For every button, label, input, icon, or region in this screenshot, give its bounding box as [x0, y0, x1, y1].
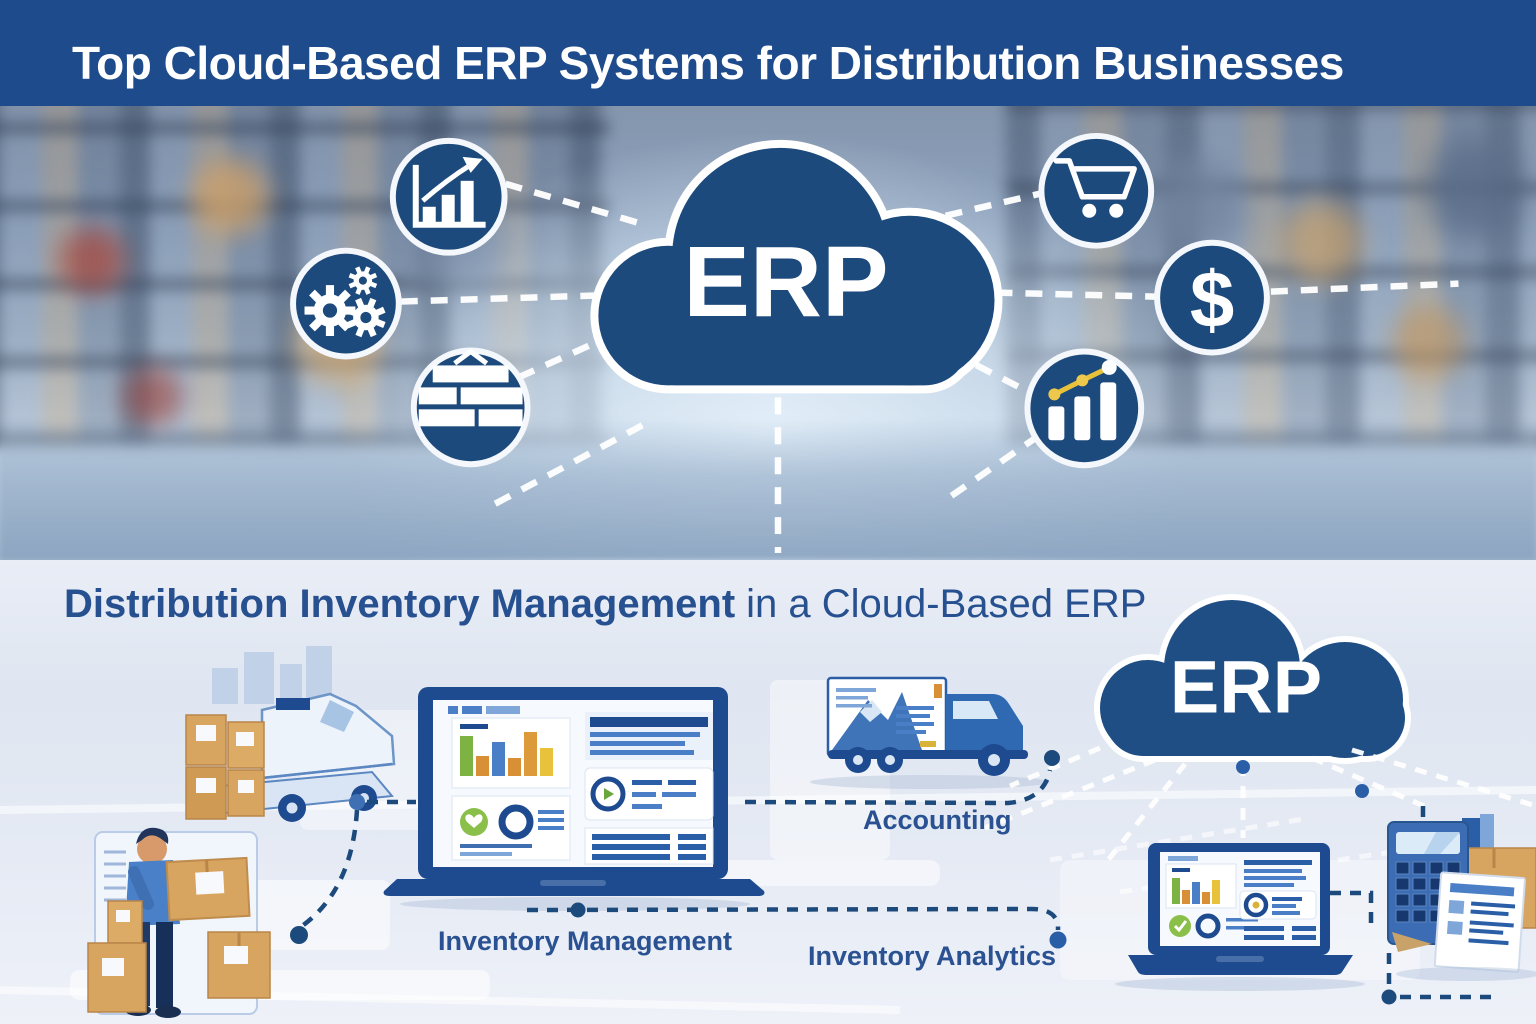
delivery-truck-open	[185, 692, 396, 822]
section-title-emphasis: Distribution Inventory Management	[64, 582, 736, 626]
inventory-illustration: ERP	[0, 594, 1536, 1018]
erp-cloud-small-label: ERP	[1170, 646, 1322, 729]
label-inventory-analytics: Inventory Analytics	[807, 941, 1057, 971]
erp-dashboard-laptop-1	[383, 687, 765, 911]
accounting-truck	[810, 676, 1050, 789]
section-title-rest: in a Cloud-Based ERP	[746, 582, 1147, 626]
gears-icon	[290, 247, 402, 360]
connector-lines-navy	[290, 750, 1496, 1005]
erp-dashboard-laptop-2	[1115, 843, 1365, 991]
shopping-cart-icon	[1038, 132, 1155, 249]
bar-analytics-icon	[1024, 348, 1145, 469]
calculator-and-invoice	[1387, 814, 1536, 981]
warehouse-worker	[87, 827, 271, 1018]
label-inventory-management: Inventory Management	[437, 926, 733, 956]
erp-cloud-small: ERP	[1094, 594, 1411, 764]
city-silhouette	[212, 646, 332, 704]
svg-text:$: $	[1190, 255, 1234, 344]
header-banner: Top Cloud-Based ERP Systems for Distribu…	[0, 0, 1536, 106]
erp-cloud-large-label: ERP	[683, 227, 888, 338]
dashboard-text-panels	[584, 712, 714, 865]
pallet-boxes-icon	[410, 347, 531, 468]
growth-chart-icon	[389, 137, 508, 256]
invoice-document	[1433, 871, 1526, 973]
label-accounting: Accounting	[863, 805, 1012, 835]
dashboard-bar-chart	[451, 717, 571, 789]
erp-cloud-diagram: ERP	[290, 132, 1459, 554]
main-title: Top Cloud-Based ERP Systems for Distribu…	[72, 37, 1344, 89]
warehouse-hero: ERP	[0, 106, 1536, 560]
dashboard-status-card	[451, 795, 571, 861]
erp-cloud-large: ERP	[590, 139, 1003, 394]
warehouse-floor	[0, 420, 1536, 560]
dollar-icon: $	[1154, 239, 1270, 356]
